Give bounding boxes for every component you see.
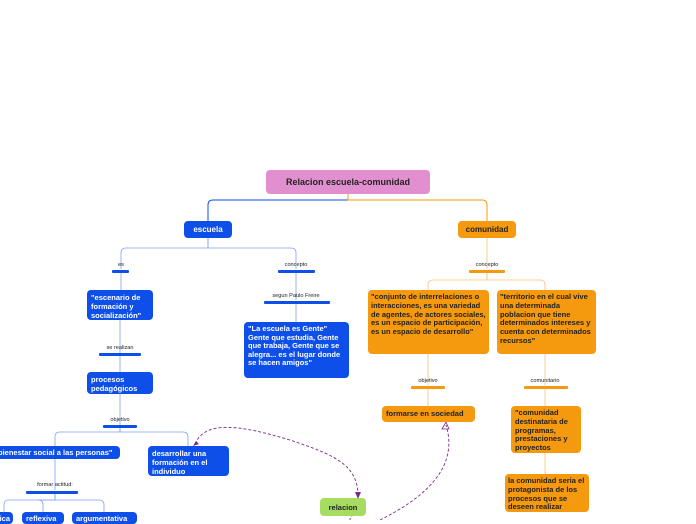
procesos-text: procesos pedagógicos (91, 375, 138, 393)
destinataria-node[interactable]: "comunidad destinataria de programas, pr… (511, 406, 581, 453)
comunidad-topic[interactable]: comunidad (458, 221, 516, 238)
escuela-concepto-label: concepto (284, 262, 308, 268)
comunidad-topic-label: comunidad (465, 225, 509, 234)
bienestar-text: bienestar social a las personas" (0, 448, 113, 457)
desarrollar-text: desarrollar una formación en el individu… (152, 449, 208, 476)
es-connector-bar (112, 270, 129, 273)
actitud-critica-node[interactable]: ica (0, 512, 13, 524)
root-topic[interactable]: Relacion escuela-comunidad (266, 170, 430, 194)
escenario-node[interactable]: "escenario de formación y socialización" (87, 290, 153, 320)
escuela-concepto-bar (278, 270, 315, 273)
desarrollar-node[interactable]: desarrollar una formación en el individu… (148, 446, 229, 476)
formar-actitud-bar (26, 491, 78, 494)
actitud-argumentativa-text: argumentativa (76, 514, 128, 523)
formar-actitud-label: formar actitud: (37, 482, 73, 488)
comunidad-objetivo-label: objetivo (418, 378, 438, 384)
protagonista-node[interactable]: la comunidad seria el protagonista de lo… (505, 474, 589, 512)
comunitario-bar (524, 386, 568, 389)
destinataria-text: "comunidad destinataria de programas, pr… (515, 408, 568, 453)
escuela-topic[interactable]: escuela (184, 221, 232, 238)
protagonista-text: la comunidad seria el protagonista de lo… (508, 476, 585, 512)
se-realizan-bar (99, 353, 141, 356)
comunidad-objetivo-bar (411, 386, 445, 389)
procesos-node[interactable]: procesos pedagógicos (87, 372, 153, 394)
conjunto-text: "conjunto de interrelaciones o interacci… (371, 292, 486, 337)
freire-quote-text: "La escuela es Gente" Gente que estudia,… (248, 324, 341, 368)
escenario-text: "escenario de formación y socialización" (91, 293, 142, 320)
escuela-objetivo-bar (103, 425, 137, 428)
actitud-argumentativa-node[interactable]: argumentativa (72, 512, 137, 524)
segun-freire-bar (264, 301, 330, 304)
comunitario-label: comunitario (530, 378, 560, 384)
comunidad-concepto-bar (469, 270, 505, 273)
segun-freire-label: segun Paulo Freire (272, 293, 320, 299)
actitud-critica-text: ica (0, 514, 10, 523)
territorio-node[interactable]: "territorio en el cual vive una determin… (497, 290, 596, 354)
conjunto-node[interactable]: "conjunto de interrelaciones o interacci… (368, 290, 489, 354)
formarse-node[interactable]: formarse en sociedad (382, 406, 475, 422)
comunidad-concepto-label: concepto (475, 262, 499, 268)
relacion-label: relacion (328, 502, 358, 512)
actitud-reflexiva-text: reflexiva (26, 514, 57, 523)
relacion-node[interactable]: relacion (320, 498, 366, 516)
bienestar-node[interactable]: bienestar social a las personas" (0, 446, 120, 459)
se-realizan-label: se realizan (106, 345, 134, 351)
escuela-topic-label: escuela (193, 225, 223, 234)
actitud-reflexiva-node[interactable]: reflexiva (22, 512, 64, 524)
es-label: es (118, 262, 124, 268)
territorio-text: "territorio en el cual vive una determin… (500, 292, 591, 345)
freire-quote-node[interactable]: "La escuela es Gente" Gente que estudia,… (244, 322, 349, 378)
formarse-text: formarse en sociedad (386, 409, 464, 418)
root-topic-label: Relacion escuela-comunidad (285, 177, 411, 187)
escuela-objetivo-label: objetivo (110, 417, 130, 423)
